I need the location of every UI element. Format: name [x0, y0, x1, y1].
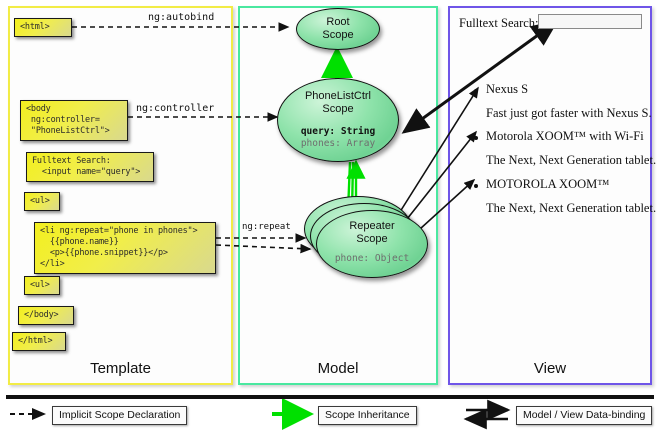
- view-search-input[interactable]: [538, 14, 642, 29]
- column-view: View: [448, 6, 652, 385]
- scope-repeater-title: Repeater Scope: [349, 220, 395, 245]
- scope-root-title: Root Scope: [322, 16, 354, 41]
- column-model: Model: [238, 6, 438, 385]
- legend-scope-inheritance: Scope Inheritance: [318, 406, 417, 425]
- view-search-label: Fulltext Search:: [459, 16, 539, 30]
- phone-bullet-1: [474, 89, 478, 93]
- scope-phonelistctrl-prop-query: query: String: [300, 126, 376, 137]
- column-label-template: Template: [90, 360, 151, 377]
- phone-name-2: Motorola XOOM™ with Wi-Fi: [486, 129, 644, 143]
- phone-name-1: Nexus S: [486, 82, 529, 96]
- code-box-body-close: </body>: [18, 306, 74, 325]
- column-label-model: Model: [317, 360, 359, 377]
- legend-implicit-scope-declaration: Implicit Scope Declaration: [52, 406, 188, 425]
- code-box-ul-close: <ul>: [24, 276, 60, 295]
- code-box-html-open: <html>: [14, 18, 72, 37]
- label-ng-autobind: ng:autobind: [148, 12, 215, 23]
- phone-snippet-2: The Next, Next Generation tablet.: [486, 153, 657, 167]
- code-box-li-repeat: <li ng:repeat="phone in phones"> {{phone…: [34, 222, 216, 274]
- scope-phonelistctrl-title: PhoneListCtrl Scope: [304, 90, 372, 115]
- scope-root: Root Scope: [296, 8, 380, 50]
- phone-bullet-3: [474, 184, 478, 188]
- code-box-fulltext-search: Fulltext Search: <input name="query">: [26, 152, 154, 182]
- legend-divider: [6, 395, 654, 399]
- label-ng-controller: ng:controller: [136, 103, 215, 114]
- scope-phonelistctrl: PhoneListCtrl Scope query: String phones…: [277, 78, 399, 162]
- phone-snippet-1: Fast just got faster with Nexus S.: [486, 106, 652, 120]
- code-box-body-open: <body ng:controller= "PhoneListCtrl">: [20, 100, 128, 141]
- column-label-view: View: [533, 360, 567, 377]
- code-box-html-close: </html>: [12, 332, 66, 351]
- phone-bullet-2: [474, 136, 478, 140]
- scope-phonelistctrl-prop-phones: phones: Array: [300, 138, 376, 149]
- scope-repeater-prop-phone: phone: Object: [334, 253, 410, 264]
- phone-name-3: MOTOROLA XOOM™: [486, 177, 610, 191]
- scope-repeater: Repeater Scope phone: Object: [316, 210, 428, 278]
- legend-model-view-data-binding: Model / View Data-binding: [516, 406, 653, 425]
- label-ng-repeat: ng:repeat: [242, 222, 291, 232]
- phone-snippet-3: The Next, Next Generation tablet.: [486, 201, 657, 215]
- code-box-ul-open: <ul>: [24, 192, 60, 211]
